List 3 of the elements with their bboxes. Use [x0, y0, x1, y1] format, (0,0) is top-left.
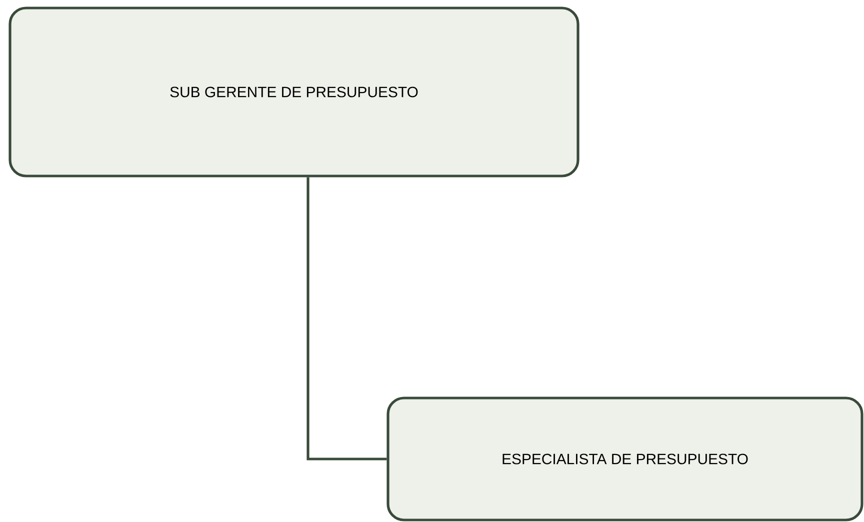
- org-box: ESPECIALISTA DE PRESUPUESTO: [386, 396, 864, 522]
- org-box: SUB GERENTE DE PRESUPUESTO: [8, 6, 580, 178]
- connector-line: [306, 177, 387, 460]
